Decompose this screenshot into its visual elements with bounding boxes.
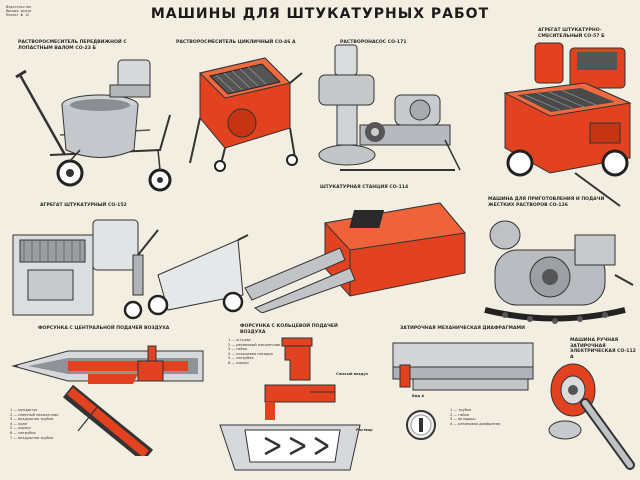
mixer-hand-illustration [10, 55, 185, 200]
label-nozzle-central: ФОРСУНКА С ЦЕНТРАЛЬНОЙ ПОДАЧЕЙ ВОЗДУХА [38, 326, 170, 331]
prep-machine-illustration [475, 215, 635, 330]
legend-item: 2 — резиновый наконечник [228, 342, 281, 347]
label-aggregate-top: АГРЕГАТ ШТУКАТУРНО-СМЕСИТЕЛЬНЫЙ СО-57 Б [538, 28, 605, 39]
poster-title: МАШИНЫ ДЛЯ ШТУКАТУРНЫХ РАБОТ [150, 6, 490, 22]
legend-nozzle-central: 1 — мундштук 2 — сменный наконечник 3 — … [10, 408, 59, 440]
legend-item: 5 — корпус [10, 426, 32, 431]
legend-item: 3 — воздушная трубка [10, 417, 54, 422]
legend-item: 5 — патрубок [228, 356, 254, 361]
label-trowel: МАШИНА РУЧНАЯ ЗАТИРОЧНАЯ ЭЛЕКТРИЧЕСКАЯ С… [570, 338, 636, 360]
corner-stamp: Издательство Высшая школа Плакат № 12 [6, 5, 44, 17]
legend-item: 3 — гайка [228, 347, 247, 352]
stamp-line: Плакат № 12 [6, 13, 30, 17]
legend-item: 2 — сменный наконечник [10, 412, 59, 417]
diaphragm-illustration [388, 335, 538, 455]
mixer-drum-illustration [180, 48, 305, 173]
legend-item: 4 — резиновая диафрагма [450, 421, 501, 426]
label-pump: РАСТВОРОНАСОС СО-171 [340, 40, 407, 45]
legend-item: 7 — воздушная трубка [10, 435, 54, 440]
legend-item: 1 — мундштук [10, 408, 38, 412]
nozzle-annular-illustration [210, 330, 380, 475]
aggregate-mid-illustration [8, 210, 253, 320]
label-prep-machine: МАШИНА ДЛЯ ПРИГОТОВЛЕНИЯ И ПОДАЧИ ЖЕСТКИ… [488, 197, 605, 208]
aggregate-top-illustration [495, 38, 637, 208]
stamp-line: Издательство [6, 5, 32, 9]
callout-compressed-air: Сжатый воздух [336, 372, 369, 376]
label-mixer-hand: РАСТВОРОСМЕСИТЕЛЬ ПЕРЕДВИЖНОЙ С ЛОПАСТНЫ… [18, 40, 127, 51]
station-illustration [240, 188, 475, 313]
label-nozzle-annular: ФОРСУНКА С КОЛЬЦЕВОЙ ПОДАЧЕЙ ВОЗДУХА [240, 324, 338, 335]
pump-illustration [305, 40, 470, 185]
callout-mortar: Раствор [356, 428, 373, 432]
nozzle-central-illustration [8, 336, 208, 456]
legend-item: 1 — штуцер [228, 338, 251, 342]
trowel-illustration [545, 355, 637, 475]
legend-item: 6 — корпус [228, 360, 250, 365]
legend-item: 1 — трубка [450, 408, 472, 412]
label-aggregate-mid: АГРЕГАТ ШТУКАТУРНЫЙ СО-152 [40, 203, 127, 208]
label-station: ШТУКАТУРНАЯ СТАНЦИЯ СО-114 [320, 185, 409, 190]
callout-view-a: Вид А [412, 394, 425, 398]
legend-item: 4 — кольцевая насадка [228, 351, 273, 356]
stamp-line: Высшая школа [6, 9, 32, 13]
legend-item: 2 — гайка [450, 412, 469, 417]
label-mixer-drum: РАСТВОРОСМЕСИТЕЛЬ ЦИКЛИЧНЫЙ СО-46 А [176, 40, 296, 45]
legend-item: 6 — патрубок [10, 430, 36, 435]
legend-diaphragm: 1 — трубка 2 — гайка 3 — вкладыш 4 — рез… [450, 408, 500, 426]
legend-nozzle-annular: 1 — штуцер 2 — резиновый наконечник 3 — … [228, 338, 280, 366]
label-diaphragm: ЗАТИРОЧНАЯ МЕХАНИЧЕСКАЯ ДИАФРАГМАМИ [400, 326, 525, 331]
legend-item: 3 — вкладыш [450, 417, 476, 422]
legend-item: 4 — кран [10, 421, 28, 426]
